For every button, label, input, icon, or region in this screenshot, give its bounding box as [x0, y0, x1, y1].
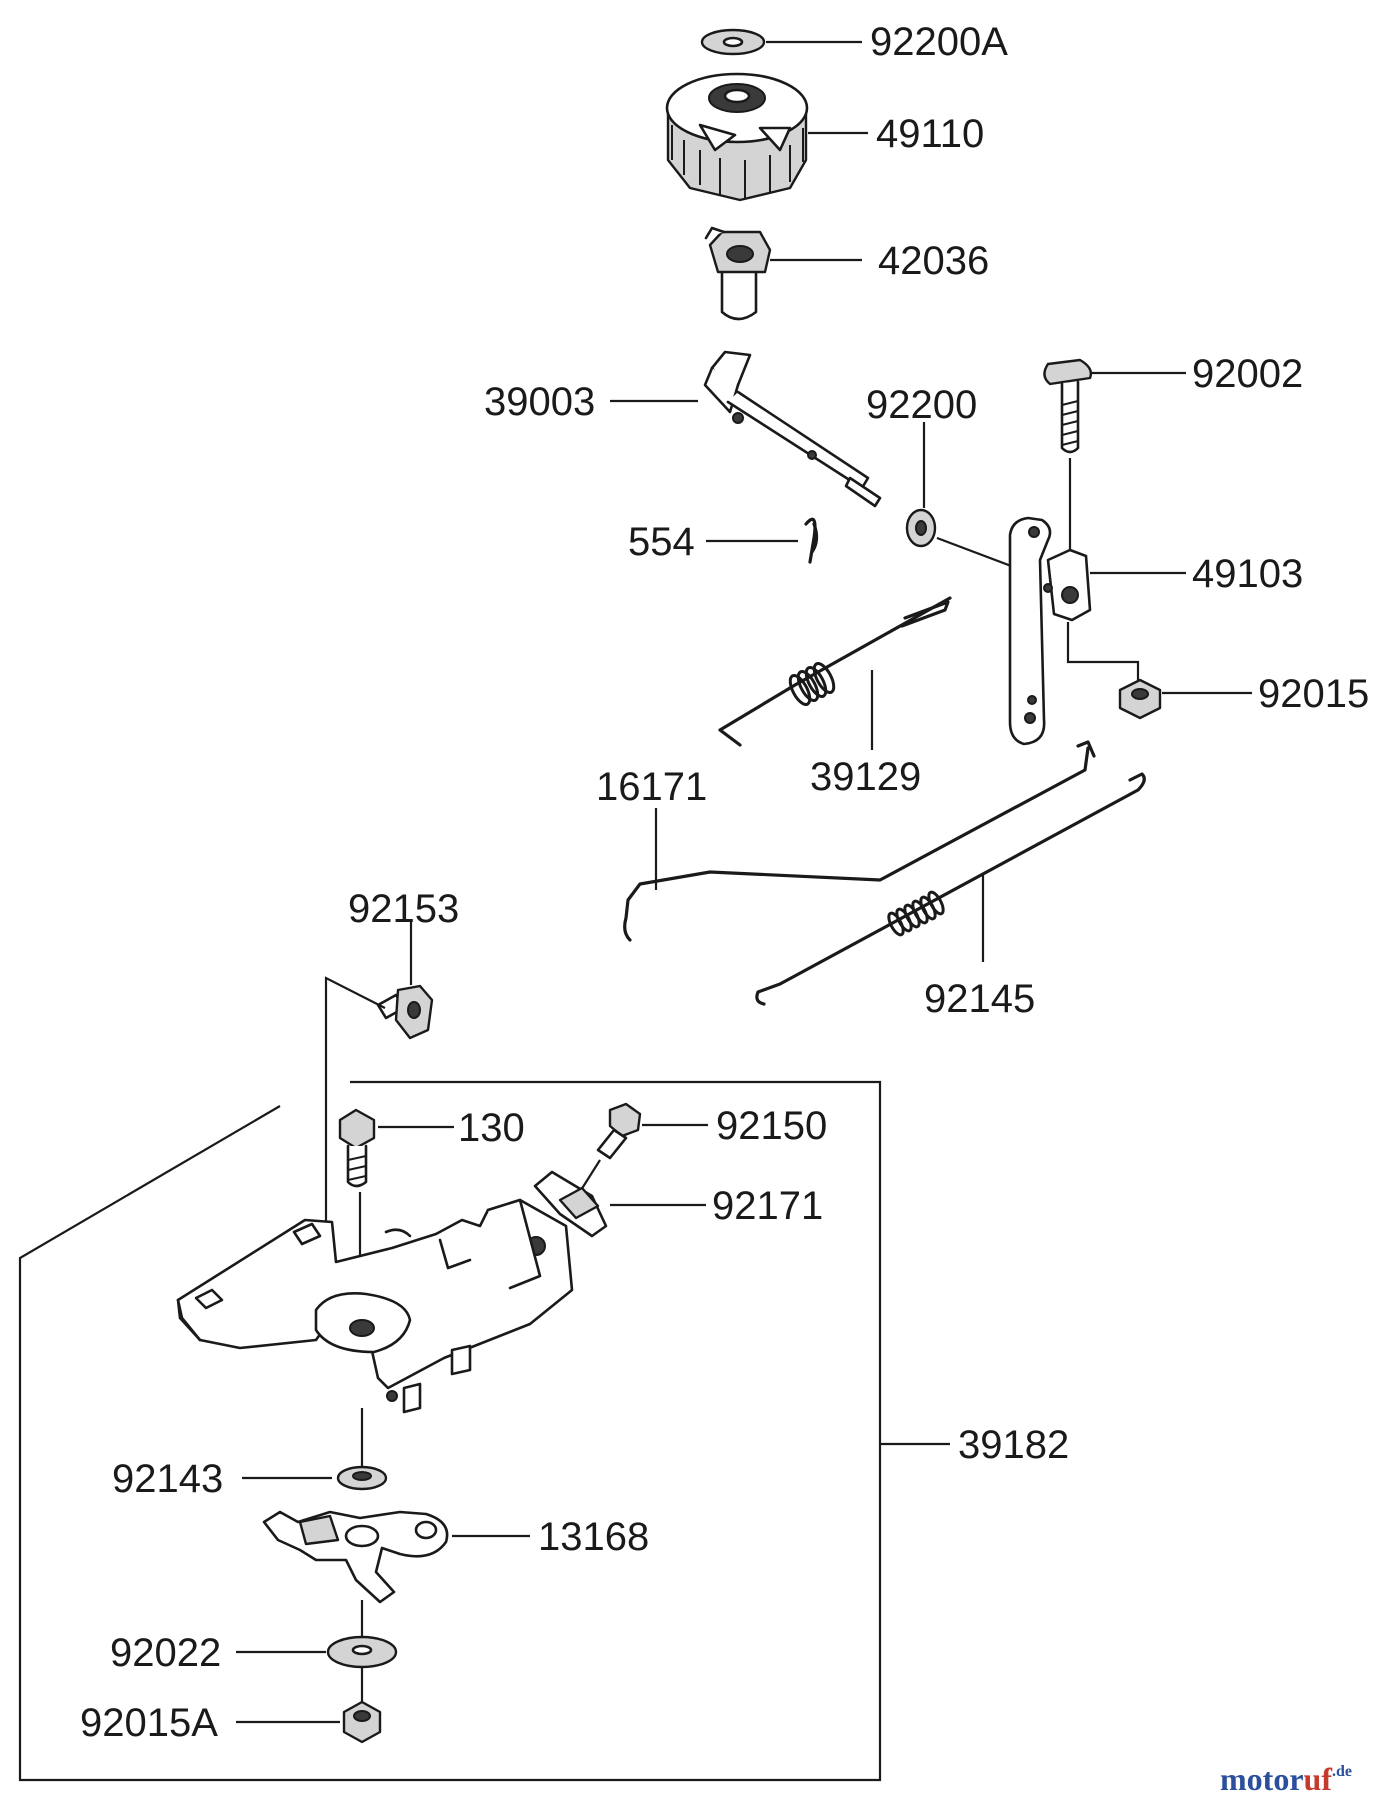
label-42036: 42036: [878, 239, 989, 283]
part-49103-governor-arm: [1008, 516, 1092, 746]
watermark-text-a: motor: [1220, 1761, 1304, 1797]
axis-line-92153: [324, 976, 386, 1225]
base-plate: [176, 1198, 574, 1414]
label-92200: 92200: [866, 383, 977, 427]
label-92153: 92153: [348, 887, 459, 931]
label-92002: 92002: [1192, 352, 1303, 396]
label-49110: 49110: [876, 112, 984, 156]
part-130-bolt: [338, 1108, 376, 1188]
label-92200A: 92200A: [870, 20, 1008, 64]
part-92200A-washer: [700, 28, 766, 56]
part-92153-bolt: [376, 984, 434, 1040]
part-92145-spring-rod: [755, 772, 1146, 1006]
label-49103: 49103: [1192, 552, 1303, 596]
svg-text:motoruf.de: motoruf.de: [1220, 1761, 1352, 1797]
label-39129: 39129: [810, 755, 921, 799]
part-92015-nut: [1118, 678, 1162, 720]
label-39003: 39003: [484, 380, 595, 424]
label-16171: 16171: [596, 765, 707, 809]
label-92022: 92022: [110, 1631, 221, 1675]
label-92015A: 92015A: [80, 1701, 218, 1745]
part-49110-gear: [665, 72, 809, 202]
assembly-boundary: [18, 1080, 882, 1782]
part-42036-sleeve: [704, 226, 772, 321]
label-92145: 92145: [924, 977, 1035, 1021]
part-92150-screw: [596, 1102, 642, 1160]
part-13168-control-lever: [262, 1510, 449, 1604]
axis-line-nut: [1066, 622, 1140, 680]
part-92200-washer: [905, 508, 937, 548]
part-39129-spring: [718, 596, 952, 747]
label-130: 130: [458, 1106, 525, 1150]
watermark-suffix: .de: [1332, 1763, 1352, 1780]
part-92171-clip: [533, 1170, 608, 1238]
part-92002-bolt: [1043, 358, 1093, 454]
label-554: 554: [628, 520, 695, 564]
part-92143-washer: [336, 1465, 388, 1491]
part-92022-washer: [326, 1635, 398, 1669]
label-92150: 92150: [716, 1104, 827, 1148]
part-554-cotter-pin: [804, 517, 819, 564]
watermark-text-b: uf: [1304, 1761, 1333, 1797]
label-92171: 92171: [712, 1184, 823, 1228]
label-39182: 39182: [958, 1423, 1069, 1467]
part-16171-link-rod: [623, 740, 1096, 942]
part-92015A-nut: [342, 1700, 382, 1744]
label-92015: 92015: [1258, 672, 1369, 716]
motoruf-watermark: motoruf.de: [1220, 1761, 1352, 1797]
label-92143: 92143: [112, 1457, 223, 1501]
part-39003-shaft: [703, 350, 882, 508]
label-13168: 13168: [538, 1515, 649, 1559]
